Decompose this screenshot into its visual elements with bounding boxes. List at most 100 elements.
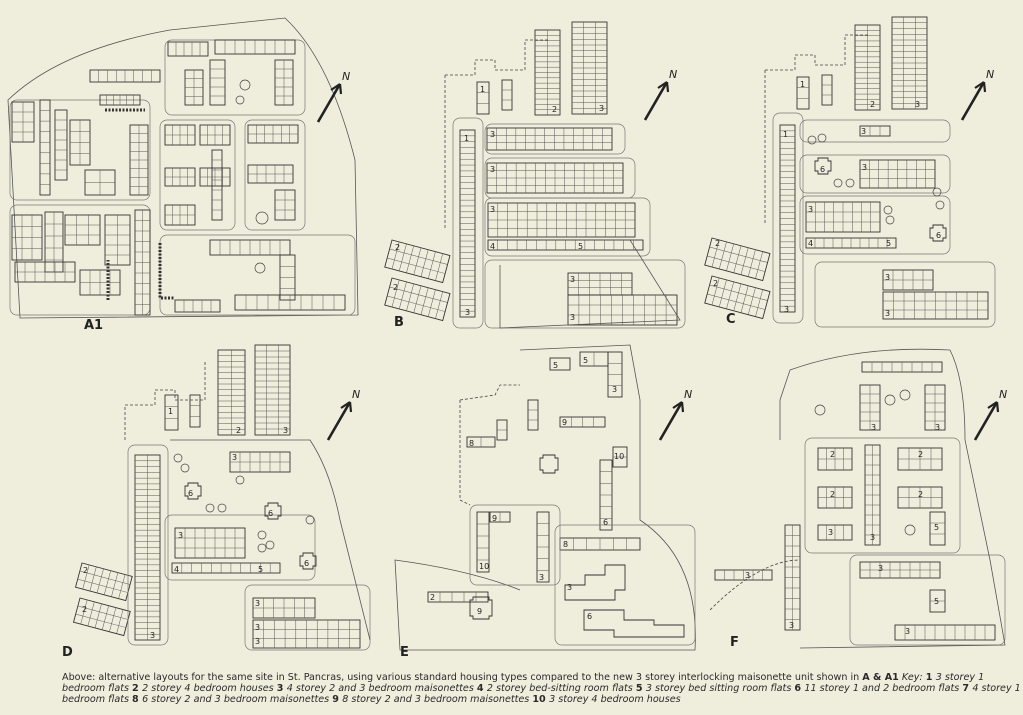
road-outline (244, 584, 371, 651)
block-type-number: 6 (820, 165, 825, 174)
block-type-number: 3 (232, 453, 237, 462)
tree-icon (257, 530, 267, 540)
tree-icon (235, 95, 245, 105)
block-type-number: 2 (715, 239, 720, 248)
block-type-number: 3 (255, 623, 260, 632)
housing-block (384, 239, 451, 284)
tree-icon (932, 187, 942, 197)
road-outline (799, 195, 951, 255)
north-label: N (352, 388, 360, 401)
block-type-number: 3 (490, 205, 495, 214)
block-type-number: 3 (255, 599, 260, 608)
housing-block (199, 167, 231, 187)
road-outline (484, 197, 651, 257)
housing-block (476, 81, 490, 115)
block-type-number: 3 (784, 305, 789, 314)
tower-block (929, 224, 947, 242)
housing-block (189, 394, 201, 428)
block-type-number: 3 (255, 637, 260, 646)
plan-label: C (726, 312, 736, 327)
housing-block (796, 76, 810, 110)
tree-icon (807, 135, 817, 145)
housing-block (72, 597, 131, 637)
key-text: 6 storey 2 and 3 bedroom maisonettes (142, 694, 333, 706)
site-edge (394, 344, 696, 651)
block-type-number: 6 (188, 489, 193, 498)
block-type-number: 4 (490, 242, 495, 251)
housing-block (234, 294, 346, 311)
housing-block (247, 124, 299, 144)
housing-block (466, 436, 496, 448)
housing-block (459, 129, 476, 318)
housing-block (384, 277, 451, 322)
housing-block (496, 419, 508, 441)
north-label: N (342, 70, 350, 83)
tree-icon (833, 178, 843, 188)
block-type-number: 3 (567, 583, 572, 592)
block-type-number: 6 (603, 518, 608, 527)
site-edge (170, 439, 371, 641)
housing-block (74, 562, 133, 602)
block-type-number: 8 (563, 540, 568, 549)
key-list: 1 3 storey 1 bedroom flats 2 2 storey 4 … (62, 672, 1021, 705)
block-type-number: 3 (490, 165, 495, 174)
tree-icon (173, 453, 183, 463)
block-type-number: 3 (915, 100, 920, 109)
housing-block (486, 127, 613, 151)
housing-block (209, 59, 226, 106)
block-type-number: 2 (713, 279, 718, 288)
block-type-number: 2 (918, 450, 923, 459)
housing-block (567, 294, 678, 326)
housing-block (252, 619, 361, 649)
housing-block (486, 162, 624, 194)
plan-A1: N A1 (7, 17, 359, 333)
north-arrow-icon: N (658, 388, 692, 441)
plan-label: A1 (84, 318, 103, 333)
road-outline (127, 444, 169, 646)
block-type-number: 2 (430, 593, 435, 602)
tree-icon (305, 515, 315, 525)
tree-icon (935, 200, 945, 210)
housing-block (489, 511, 511, 523)
housing-block (11, 214, 43, 261)
block-type-number: 1 (168, 407, 173, 416)
block-type-number: 3 (905, 627, 910, 636)
housing-block (164, 167, 196, 187)
key-text: 3 storey 1 bedroom flats (62, 672, 985, 695)
housing-block (821, 74, 833, 106)
tree-icon (235, 475, 245, 485)
housing-block (571, 21, 608, 115)
block-type-number: 2 (236, 426, 241, 435)
key-number: 4 (476, 683, 487, 695)
housing-block (134, 209, 151, 316)
north-arrow-icon: N (960, 68, 994, 121)
housing-block (84, 169, 116, 196)
block-type-number: 3 (150, 631, 155, 640)
key-text: 2 storey bed-sitting room flats (486, 683, 636, 695)
road-outline (469, 504, 561, 586)
block-type-number: 3 (612, 385, 617, 394)
housing-block (274, 59, 294, 106)
housing-block (89, 69, 161, 83)
block-type-number: 3 (935, 423, 940, 432)
key-number: 7 (962, 683, 973, 695)
road-outline (799, 119, 951, 143)
block-type-number: 5 (934, 523, 939, 532)
key-number: 10 (532, 694, 550, 706)
housing-block (487, 239, 644, 251)
housing-block (817, 524, 853, 541)
housing-block (859, 384, 881, 431)
site-edge (779, 348, 1006, 649)
tower-block (814, 157, 832, 175)
housing-block (252, 597, 316, 619)
block-type-number: 2 (83, 566, 88, 575)
block-type-number: 9 (562, 418, 567, 427)
housing-block (894, 624, 996, 641)
road-outline (772, 112, 804, 324)
housing-block (817, 486, 853, 509)
housing-block (882, 269, 934, 291)
housing-block (214, 39, 296, 55)
